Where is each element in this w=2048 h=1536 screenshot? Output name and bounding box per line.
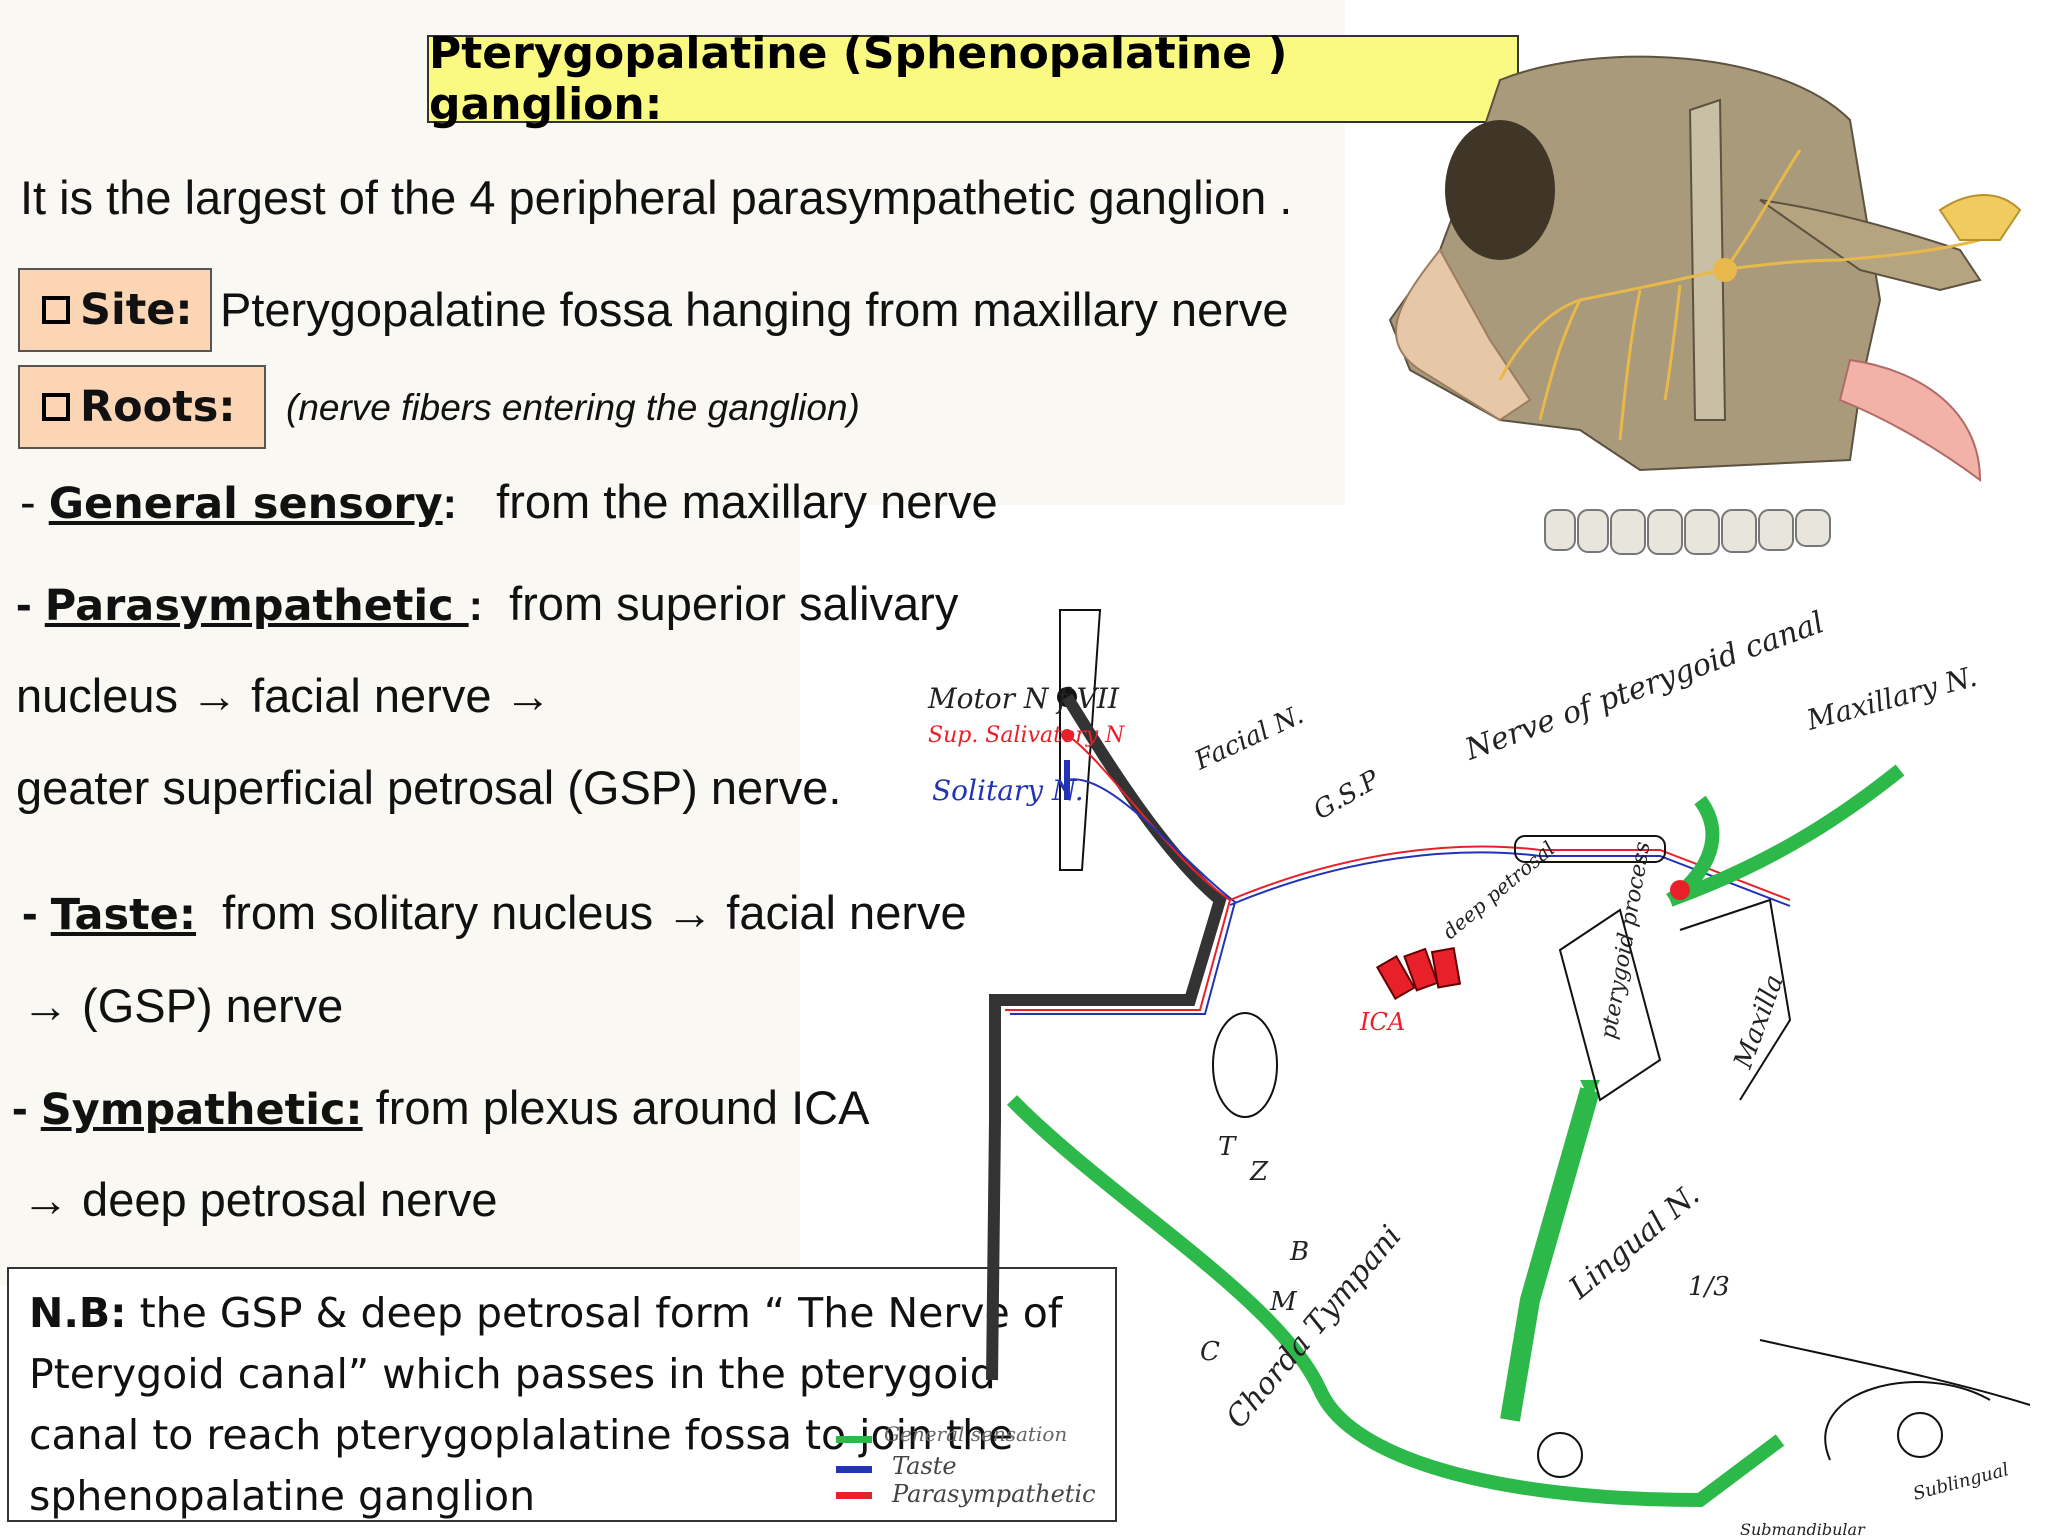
solitary-label: Solitary N. xyxy=(932,774,1084,807)
bullet-dash: - xyxy=(22,886,51,939)
b-label: B xyxy=(1289,1237,1309,1267)
parasympathetic-line: - Parasympathetic : from superior saliva… xyxy=(16,576,958,631)
note-line-3: canal to reach pterygoplalatine fossa to… xyxy=(29,1411,1014,1459)
skull-illustration xyxy=(1388,55,2022,555)
legend: General sensation Taste Parasympathetic xyxy=(836,1422,1126,1517)
note-box: N.B: the GSP & deep petrosal form “ The … xyxy=(7,1267,1117,1522)
taste-line: - Taste: from solitary nucleus → facial … xyxy=(22,885,967,940)
m-label: M xyxy=(1269,1287,1298,1317)
parasympathetic-line-2: nucleus → facial nerve → xyxy=(16,669,552,722)
ica-label: ICA xyxy=(1359,1008,1405,1036)
taste-text: from solitary nucleus → facial nerve xyxy=(222,886,967,939)
colon: : xyxy=(442,480,457,528)
roots-label: Roots: xyxy=(80,382,236,432)
nerve-diagram: Motor N f VII Sup. Salivatory N Solitary… xyxy=(927,605,2031,1536)
sympathetic-line: - Sympathetic: from plexus around ICA xyxy=(12,1080,869,1135)
general-sensory-heading: General sensory xyxy=(48,479,443,529)
legend-taste: Taste xyxy=(892,1452,957,1480)
parasympathetic-heading: Parasympathetic xyxy=(44,581,469,631)
sup-salivatory-label: Sup. Salivatory N xyxy=(928,723,1125,748)
submandibular-label: Submandibular xyxy=(1740,1520,1866,1536)
parasympathetic-text: from superior salivary xyxy=(509,577,959,630)
lingual-label: Lingual N. xyxy=(1562,1178,1706,1307)
gsp-label: G.S.P xyxy=(1309,764,1386,826)
t-label: T xyxy=(1218,1132,1237,1162)
sympathetic-text: from plexus around ICA xyxy=(375,1081,870,1134)
ganglion-dot xyxy=(1670,880,1690,900)
bullet-dash: - xyxy=(20,475,49,528)
chorda-tympani-label: Chorda Tympani xyxy=(1219,1219,1408,1435)
parasympathetic-line-3: geater superficial petrosal (GSP) nerve. xyxy=(16,761,842,814)
sympathetic-heading: Sympathetic: xyxy=(40,1085,363,1135)
note-label: N.B: xyxy=(29,1289,127,1337)
taste-heading: Taste: xyxy=(50,890,197,940)
note-line-1: N.B: the GSP & deep petrosal form “ The … xyxy=(29,1283,1095,1344)
lingual-nerve xyxy=(1007,1095,1785,1508)
roots-tag: Roots: xyxy=(18,365,266,449)
legend-para: Parasympathetic xyxy=(892,1480,1096,1508)
sublingual-label: Sublingual xyxy=(1911,1459,2011,1505)
c-label: C xyxy=(1200,1337,1220,1367)
intro-text: It is the largest of the 4 peripheral pa… xyxy=(20,171,1293,224)
pterygoid-process-outline xyxy=(1558,908,1662,1102)
gsp-nerve-path xyxy=(1229,845,1791,901)
bullet-dash: - xyxy=(12,1081,41,1134)
facial-label: Facial N. xyxy=(1189,700,1308,777)
nerve-pterygoid-label: Nerve of pterygoid canal xyxy=(1460,605,1829,768)
z-label: Z xyxy=(1249,1157,1269,1187)
note-text-1: the GSP & deep petrosal form “ The Nerve… xyxy=(126,1289,1063,1337)
checkbox-icon xyxy=(42,296,70,324)
legend-sensation: General sensation xyxy=(884,1422,1068,1446)
maxillary-nerve xyxy=(1667,764,1905,907)
motor-label: Motor N f VII xyxy=(927,682,1120,715)
bullet-dash: - xyxy=(16,577,45,630)
legend-blue xyxy=(836,1466,872,1473)
page-title: Pterygopalatine (Sphenopalatine ) gangli… xyxy=(427,28,1519,130)
legend-green xyxy=(836,1436,872,1443)
taste-line-2: → (GSP) nerve xyxy=(22,979,344,1032)
sympathetic-line-2: → deep petrosal nerve xyxy=(22,1173,498,1226)
colon: : xyxy=(468,582,483,630)
fraction-label: 1/3 xyxy=(1688,1272,1730,1302)
note-line-4: sphenopalatine ganglion xyxy=(29,1472,536,1520)
general-sensory-line: - General sensory: from the maxillary ne… xyxy=(20,474,998,529)
maxilla-outline xyxy=(1679,898,1792,1101)
background-panel-left xyxy=(0,505,800,1285)
site-text: Pterygopalatine fossa hanging from maxil… xyxy=(220,283,1289,336)
maxilla-label: Maxilla xyxy=(1728,971,1790,1074)
maxillary-label: Maxillary N. xyxy=(1802,660,1980,737)
legend-red xyxy=(836,1492,872,1499)
note-line-2: Pterygoid canal” which passes in the pte… xyxy=(29,1350,996,1398)
site-label: Site: xyxy=(80,285,193,335)
roots-note: (nerve fibers entering the ganglion) xyxy=(286,387,860,428)
brainstem-outline xyxy=(1059,609,1102,871)
general-sensory-text: from the maxillary nerve xyxy=(496,475,998,528)
ica-vessel xyxy=(1375,947,1462,1000)
checkbox-icon xyxy=(42,393,70,421)
pterygoid-canal xyxy=(1514,835,1666,863)
site-tag: Site: xyxy=(18,268,212,352)
